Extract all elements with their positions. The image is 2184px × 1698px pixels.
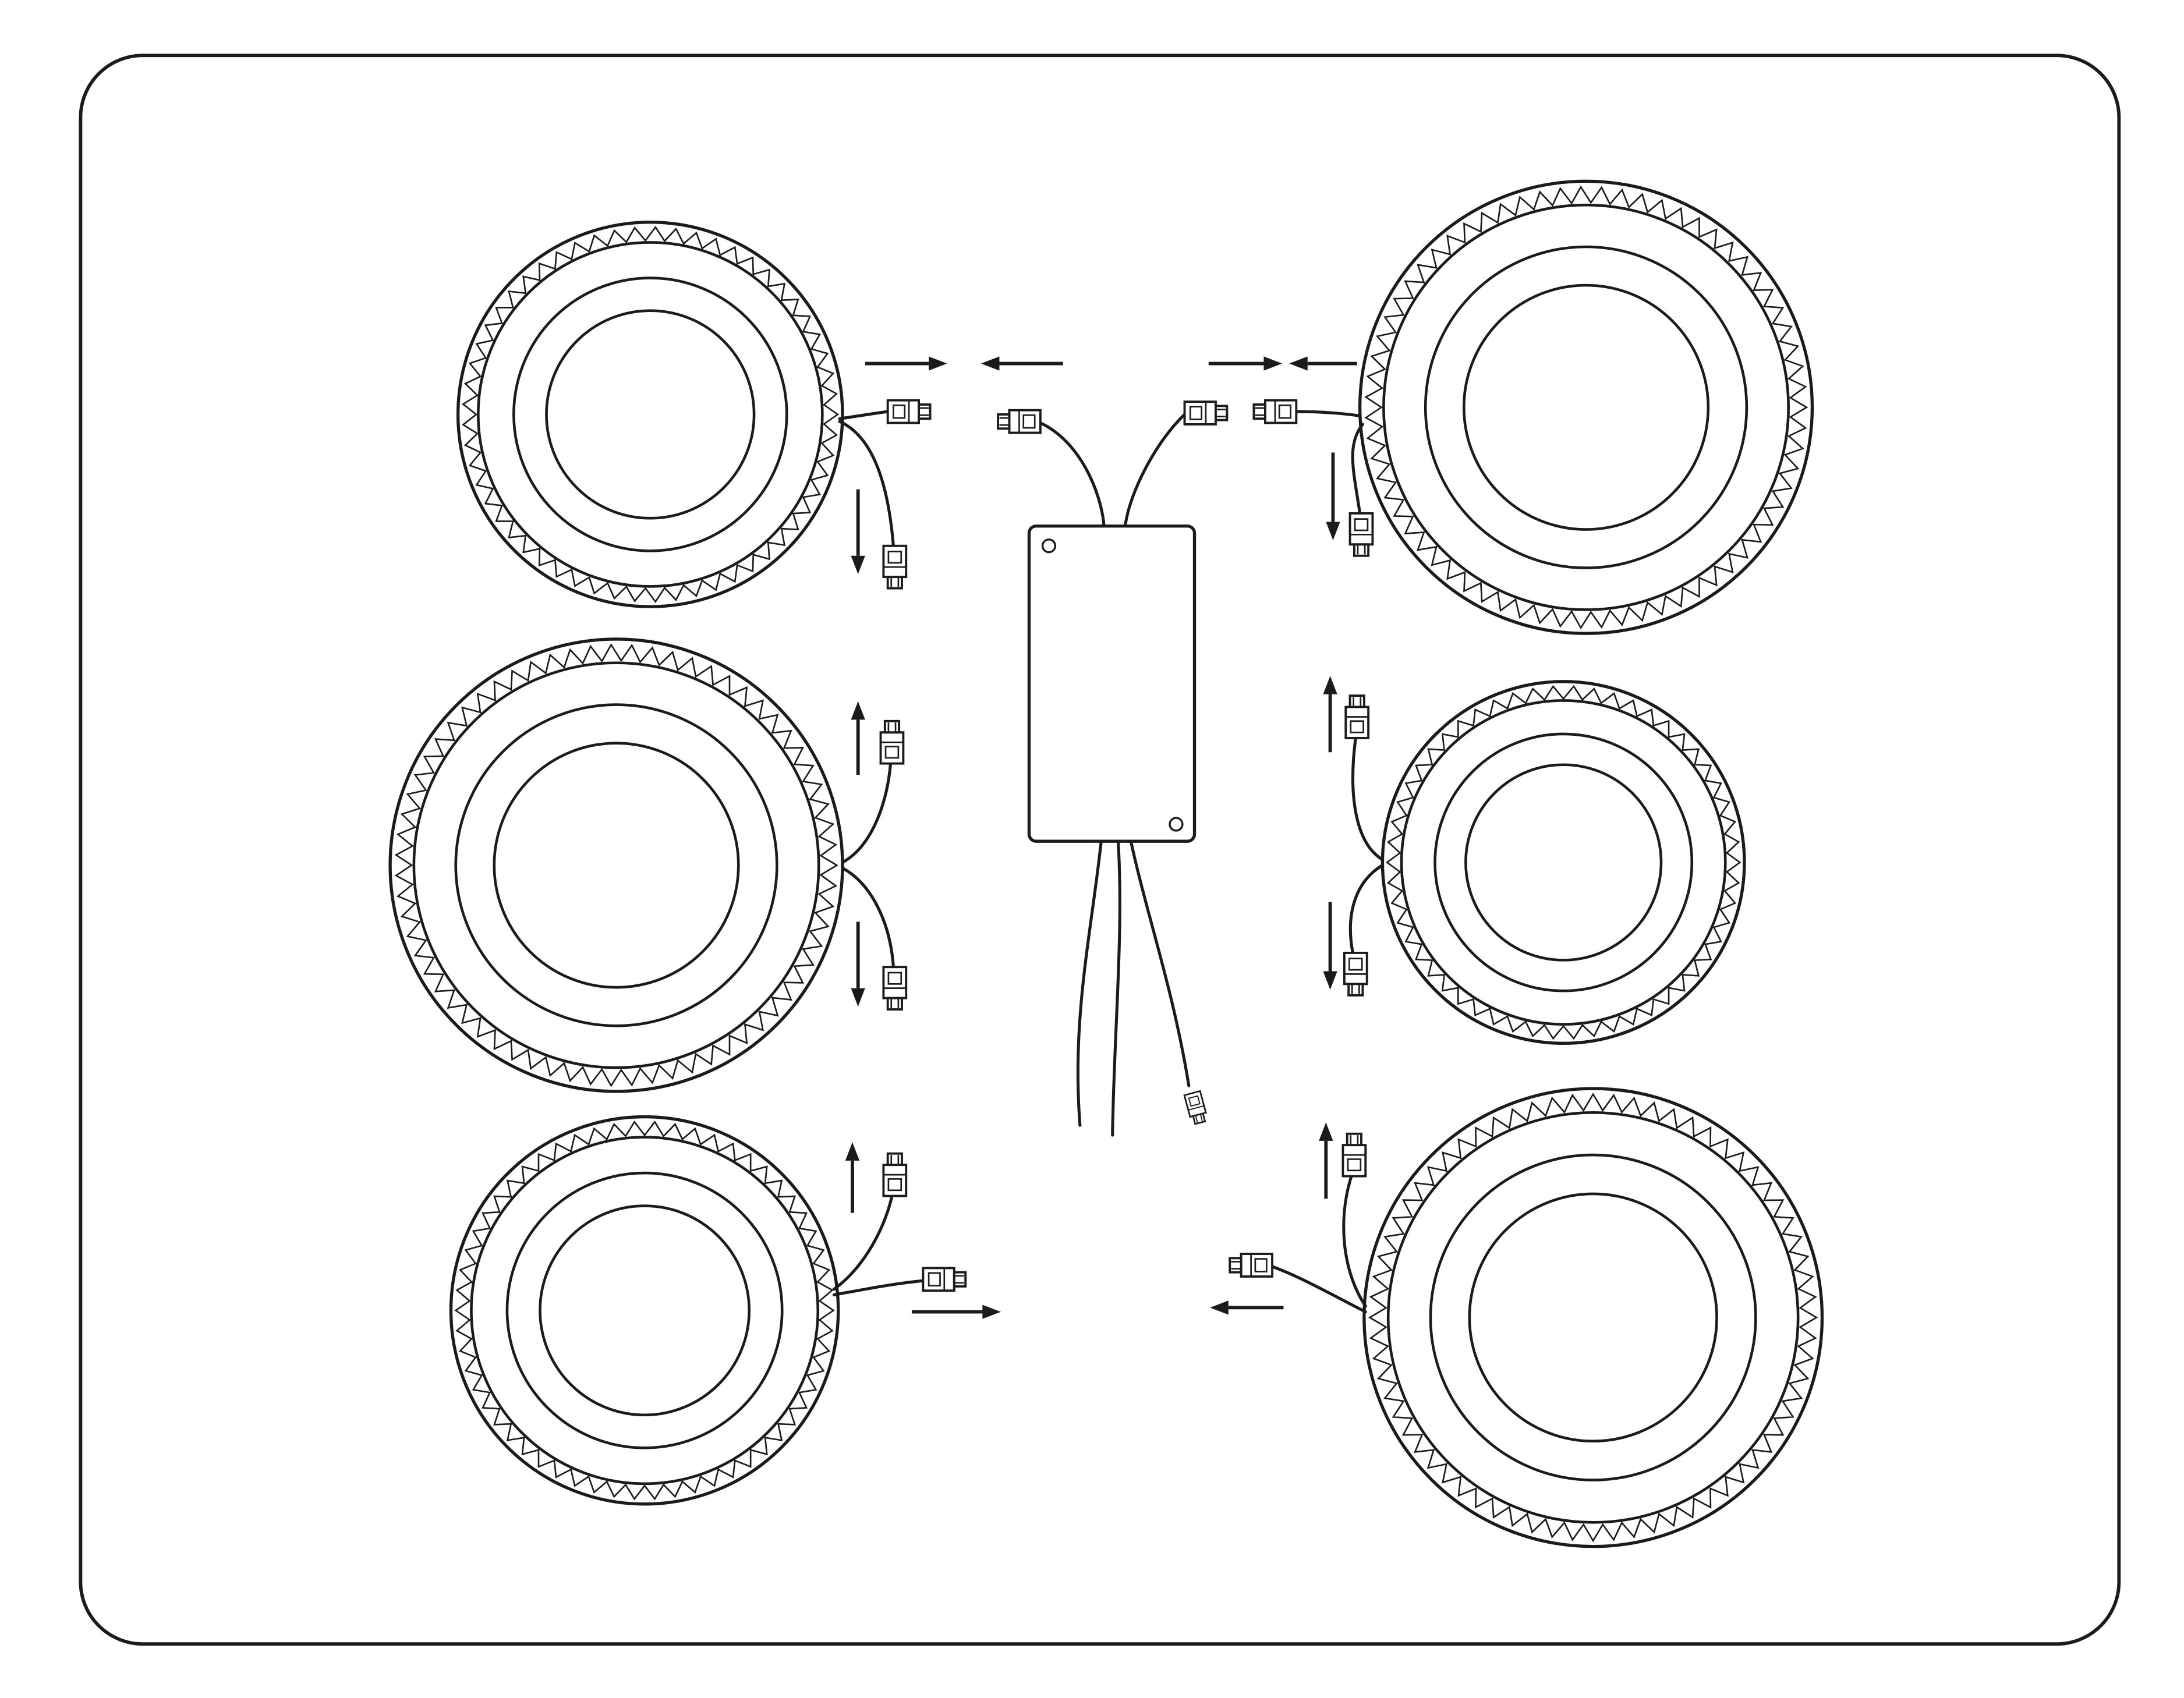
lamp-bottom-right	[1362, 1087, 1824, 1548]
arrow-lamp-top-right-down	[1326, 452, 1340, 541]
connector-lamp-top-left-down	[882, 544, 908, 590]
connector-driver-top-right	[1183, 400, 1229, 426]
connector-lamp-middle-left-up	[879, 719, 905, 765]
lamp-bottom-right-crystal-edge	[1368, 1093, 1818, 1543]
lamp-bottom-left	[449, 1115, 840, 1506]
lamp-middle-left-diffuser-outer-circle	[454, 703, 778, 1027]
lamp-top-left-diffuser-inner-circle	[545, 309, 756, 520]
wire-lamp-middle-right-up	[1351, 736, 1384, 862]
connector-lamp-top-right-side	[1252, 399, 1298, 424]
lamp-top-right-diffuser-inner-circle	[1462, 283, 1710, 531]
lamp-top-left-crystal-edge	[462, 225, 840, 603]
arrow-lamp-bottom-right-up	[1319, 1122, 1333, 1199]
lamp-top-left	[456, 221, 844, 608]
arrow-lamp-top-left-down	[851, 489, 865, 575]
arrow-lamp-bottom-right-left	[1210, 1300, 1284, 1315]
connector-lamp-middle-right-down	[1343, 952, 1368, 997]
lamp-middle-left-diffuser-inner-circle	[493, 742, 740, 989]
arrow-top-right-join-right	[1208, 356, 1283, 371]
led-driver-box	[1027, 524, 1197, 843]
lamp-middle-right-rim-inner-circle	[1400, 699, 1727, 1026]
lamp-bottom-right-rim-inner-circle	[1386, 1111, 1800, 1524]
lamp-bottom-right-diffuser-outer-circle	[1429, 1153, 1757, 1481]
lamp-middle-right-diffuser-outer-circle	[1433, 732, 1694, 992]
arrow-lamp-middle-right-up	[1323, 676, 1337, 753]
wire-lamp-middle-left-up	[841, 762, 893, 864]
lamp-bottom-left-crystal-edge	[454, 1120, 835, 1501]
connector-lamp-top-right-down	[1348, 512, 1374, 557]
lamp-middle-right-crystal-edge	[1385, 685, 1741, 1040]
lamp-bottom-left-outer-rim	[449, 1115, 840, 1506]
wire-lamp-bottom-left-side	[832, 1279, 925, 1297]
connector-lamp-bottom-left-up	[882, 1152, 908, 1197]
lamp-middle-left	[388, 637, 844, 1093]
wire-driver-output-plug	[1129, 839, 1191, 1087]
lamp-middle-right-outer-rim	[1381, 680, 1746, 1045]
lamp-middle-left-outer-rim	[388, 637, 844, 1093]
lamp-top-left-rim-inner-circle	[476, 241, 824, 588]
wire-lamp-top-left-down	[838, 420, 895, 548]
lamp-top-right-crystal-edge	[1364, 185, 1808, 630]
lamp-middle-left-rim-inner-circle	[412, 661, 820, 1069]
arrow-lamp-bottom-left-up	[845, 1142, 860, 1213]
wire-lamp-top-left-side	[838, 410, 890, 420]
wire-lamp-middle-right-down	[1348, 863, 1384, 955]
driver-screw-hole-2	[1169, 817, 1184, 832]
connector-lamp-middle-right-up	[1344, 694, 1370, 739]
wire-driver-output-1	[1076, 839, 1103, 1127]
lamp-bottom-left-diffuser-inner-circle	[539, 1204, 751, 1417]
arrow-lamp-middle-right-down	[1323, 902, 1337, 990]
connector-lamp-bottom-right-side	[1229, 1253, 1273, 1278]
wire-lamp-top-right-down	[1351, 423, 1364, 515]
connector-driver-top-left	[997, 409, 1042, 434]
lamp-top-right-rim-inner-circle	[1382, 203, 1790, 611]
arrow-lamp-bottom-left-right	[911, 1304, 1001, 1319]
lamp-top-right	[1358, 179, 1814, 635]
wire-driver-top-right	[1124, 413, 1187, 528]
arrow-top-left-join-right	[865, 356, 947, 371]
wire-lamp-bottom-right-up	[1342, 1174, 1367, 1308]
wire-driver-top-left	[1039, 421, 1106, 528]
arrow-lamp-middle-left-down	[851, 921, 865, 1007]
lamp-middle-left-crystal-edge	[394, 643, 838, 1087]
connector-lamp-bottom-right-up	[1341, 1132, 1367, 1178]
diagram-border	[79, 54, 2121, 1646]
arrow-top-right-join-left	[1289, 356, 1357, 371]
wire-driver-output-2	[1111, 839, 1121, 1137]
arrow-lamp-middle-left-up	[851, 701, 865, 775]
lamp-middle-right	[1381, 680, 1746, 1045]
lamp-middle-right-diffuser-inner-circle	[1464, 763, 1663, 962]
wire-lamp-middle-left-down	[841, 866, 895, 969]
lamp-bottom-left-diffuser-outer-circle	[505, 1171, 784, 1449]
lamp-bottom-right-outer-rim	[1362, 1087, 1824, 1548]
connector-lamp-middle-left-down	[882, 966, 908, 1011]
connector-driver-output-plug	[1183, 1090, 1207, 1125]
arrow-top-left-join-left	[981, 356, 1063, 371]
wire-lamp-bottom-left-up	[832, 1194, 894, 1291]
lamp-top-left-outer-rim	[456, 221, 844, 608]
lamp-top-right-outer-rim	[1358, 179, 1814, 635]
driver-screw-hole-1	[1041, 538, 1057, 554]
lamp-top-left-diffuser-outer-circle	[512, 276, 788, 552]
lamp-top-right-diffuser-outer-circle	[1424, 245, 1748, 569]
wire-lamp-bottom-right-side	[1270, 1265, 1367, 1314]
lamp-bottom-right-diffuser-inner-circle	[1468, 1192, 1718, 1443]
connector-lamp-bottom-left-side	[922, 1267, 967, 1292]
wire-lamp-top-right-side	[1294, 410, 1362, 417]
lamp-bottom-left-rim-inner-circle	[470, 1136, 820, 1486]
driver-enclosure	[1027, 524, 1197, 843]
connector-lamp-top-left-side	[886, 399, 932, 424]
